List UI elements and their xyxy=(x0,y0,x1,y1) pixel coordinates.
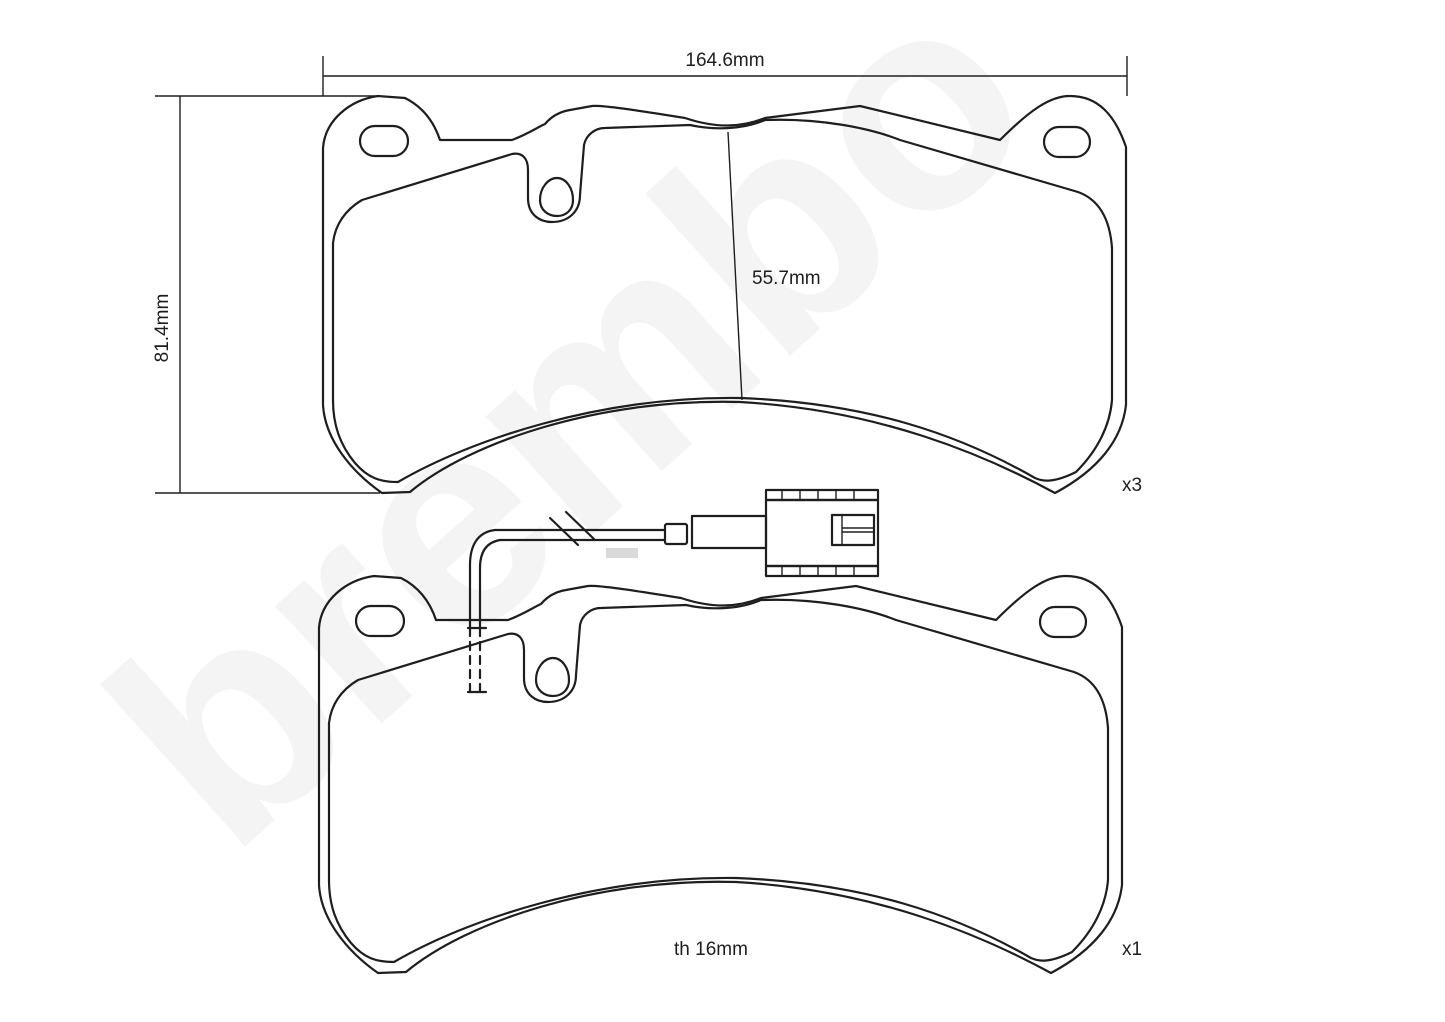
height-dimension: 81.4mm xyxy=(152,95,380,494)
height-label: 81.4mm xyxy=(152,294,173,363)
brembo-watermark: brembo xyxy=(48,0,1090,908)
upper-pad-quantity: x3 xyxy=(1122,475,1142,496)
wear-sensor xyxy=(466,488,880,694)
thickness-label: th 16mm xyxy=(674,939,748,960)
width-dimension: 164.6mm xyxy=(322,50,1128,96)
lower-pad: th 16mm xyxy=(317,574,1124,975)
lower-pad-quantity: x1 xyxy=(1122,939,1142,960)
friction-height-label: 55.7mm xyxy=(752,268,821,289)
upper-pad: 55.7mm xyxy=(321,94,1128,495)
watermark-text: brembo xyxy=(48,0,1090,908)
friction-height-line xyxy=(727,131,743,401)
width-label: 164.6mm xyxy=(685,50,764,71)
